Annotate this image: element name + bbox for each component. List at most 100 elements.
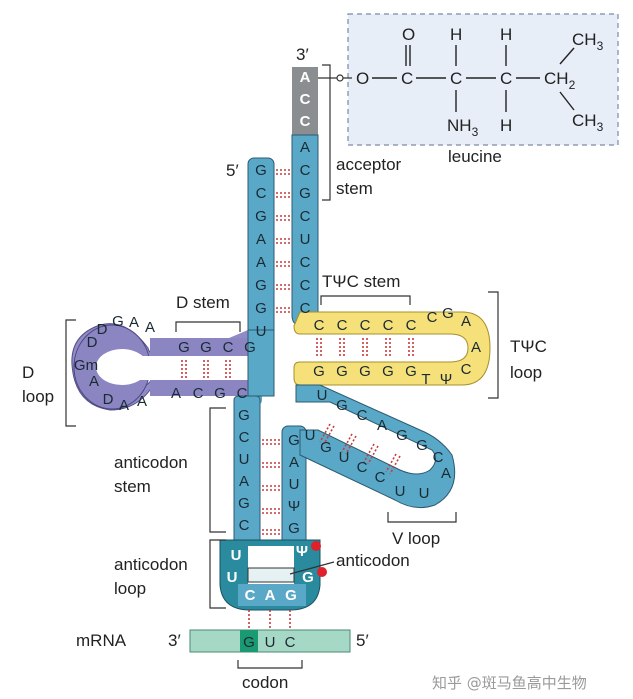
d-loop-nucleotide: A (145, 319, 155, 336)
chem-h-a: H (450, 25, 462, 44)
v-arm-top-nucleotide: A (377, 417, 387, 434)
anticodon-stem-right-nucleotide: Ψ (288, 498, 301, 515)
acceptor-3prime-nucleotide: C (300, 254, 311, 271)
acceptor-5prime-nucleotide: G (255, 277, 267, 294)
three-prime-top-label: 3′ (296, 45, 309, 64)
anticodon-stem-right-nucleotide: G (288, 432, 300, 449)
anticodon-loop-left-nucleotide: U (231, 547, 242, 564)
acceptor-5prime-nucleotide: G (255, 208, 267, 225)
acceptor-top-nucleotide: C (300, 91, 311, 108)
anticodon-nucleotide: C (245, 587, 256, 604)
d-loop-nucleotide: A (137, 393, 147, 410)
v-arm-bottom-nucleotide: U (395, 483, 406, 500)
anticodon-loop-right-nucleotide: Ψ (296, 543, 308, 560)
v-arm-bottom-nucleotide: A (441, 465, 451, 482)
five-prime-top-label: 5′ (226, 161, 239, 180)
acceptor-5prime-nucleotide: U (256, 323, 267, 340)
acceptor-3prime-nucleotide: C (300, 208, 311, 225)
d-stem-bottom-nucleotide: G (214, 385, 226, 402)
acceptor-top-nucleotide: C (300, 113, 311, 130)
v-arm-top-nucleotide: C (357, 407, 368, 424)
d-loop-nucleotide: G (112, 313, 124, 330)
twc-stem-top-nucleotide: C (314, 317, 325, 334)
twc-stem-bottom-nucleotide: G (313, 363, 325, 380)
anticodon-label: anticodon (336, 551, 410, 570)
anticodon-stem-right-nucleotide: G (288, 520, 300, 537)
acceptor-3prime-nucleotide: C (300, 277, 311, 294)
anticodon-stem-left-nucleotide: C (239, 429, 250, 446)
d-stem-top-nucleotide: G (244, 339, 256, 356)
chem-ch3-b: CH3 (572, 111, 604, 134)
watermark: 知乎 @斑马鱼高中生物 (432, 674, 587, 692)
anticodon-stem-left-nucleotide: A (239, 473, 249, 490)
d-arm (71, 323, 249, 411)
twc-stem-top-nucleotide: C (337, 317, 348, 334)
acceptor-3prime-nucleotide: C (300, 162, 311, 179)
anticodon-stem-right-nucleotide: A (289, 454, 299, 471)
twc-loop-nucleotide: G (442, 305, 454, 322)
twc-arm (293, 311, 491, 386)
anticodon-stem-left-nucleotide: G (238, 407, 250, 424)
twc-loop-nucleotide: Ψ (440, 371, 453, 388)
d-stem-top-nucleotide: C (223, 339, 234, 356)
acceptor-5prime-nucleotide: C (256, 185, 267, 202)
d-loop-nucleotide: D (87, 334, 98, 351)
chem-c-carbonyl: C (401, 69, 413, 88)
v-arm (295, 384, 456, 509)
leucine-box: O O C C H NH3 C H H CH2 CH3 CH3 leucine (347, 13, 619, 166)
mrna-label: mRNA (76, 631, 127, 650)
chem-c-beta: C (500, 69, 512, 88)
acceptor-top-nucleotide: A (300, 69, 311, 86)
anticodon-stem-left-nucleotide: G (238, 495, 250, 512)
anticodon-stem-left-nucleotide: U (239, 451, 250, 468)
v-arm-top-nucleotide: U (317, 387, 328, 404)
v-arm-bottom-nucleotide: C (357, 459, 368, 476)
anticodon-stem-right-nucleotide: U (289, 476, 300, 493)
d-stem-label: D stem (176, 293, 230, 312)
anticodon-loop-right-nucleotide: G (302, 569, 314, 586)
codon-nucleotide: G (243, 634, 255, 651)
d-loop-nucleotide: Gm (74, 357, 98, 374)
codon-label: codon (242, 673, 288, 692)
v-arm-bottom-nucleotide: C (375, 469, 386, 486)
twc-stem-label: TΨC stem (322, 272, 400, 291)
twc-stem-bottom-nucleotide: G (359, 363, 371, 380)
chem-o-top: O (402, 25, 415, 44)
leucine-label: leucine (448, 147, 502, 166)
acceptor-3prime-nucleotide: U (300, 231, 311, 248)
v-loop-label: V loop (392, 529, 440, 548)
acceptor-5prime-nucleotide: A (256, 231, 266, 248)
acceptor-3prime-nucleotide: C (300, 300, 311, 317)
v-arm-top-nucleotide: G (336, 397, 348, 414)
acceptor-3prime-nucleotide: G (299, 185, 311, 202)
d-loop-nucleotide: A (89, 373, 99, 390)
twc-stem-top-nucleotide: C (406, 317, 417, 334)
d-loop-nucleotide: A (129, 314, 139, 331)
chem-ch3-a: CH3 (572, 30, 604, 53)
mrna-strand (189, 610, 351, 653)
twc-loop-nucleotide: A (461, 313, 471, 330)
d-stem-bottom-nucleotide: C (237, 385, 248, 402)
d-loop-nucleotide: D (97, 321, 108, 338)
d-stem-bottom-nucleotide: C (193, 385, 204, 402)
acceptor-pair-lines (276, 169, 290, 313)
chem-c-alpha: C (450, 69, 462, 88)
v-arm-top-nucleotide: G (416, 437, 428, 454)
twc-loop-nucleotide: C (427, 309, 438, 326)
twc-loop-nucleotide: A (471, 339, 481, 356)
mrna-five-label: 5′ (356, 631, 369, 650)
chem-h-b: H (500, 25, 512, 44)
twc-stem-bottom-nucleotide: G (405, 363, 417, 380)
acceptor-3prime-nucleotide: A (300, 139, 310, 156)
v-arm-bottom-nucleotide: U (305, 427, 316, 444)
twc-stem-bottom-nucleotide: G (382, 363, 394, 380)
anticodon-loop-left-nucleotide: U (227, 569, 238, 586)
chem-ch2: CH2 (544, 69, 576, 92)
v-arm-bottom-nucleotide: U (419, 485, 430, 502)
